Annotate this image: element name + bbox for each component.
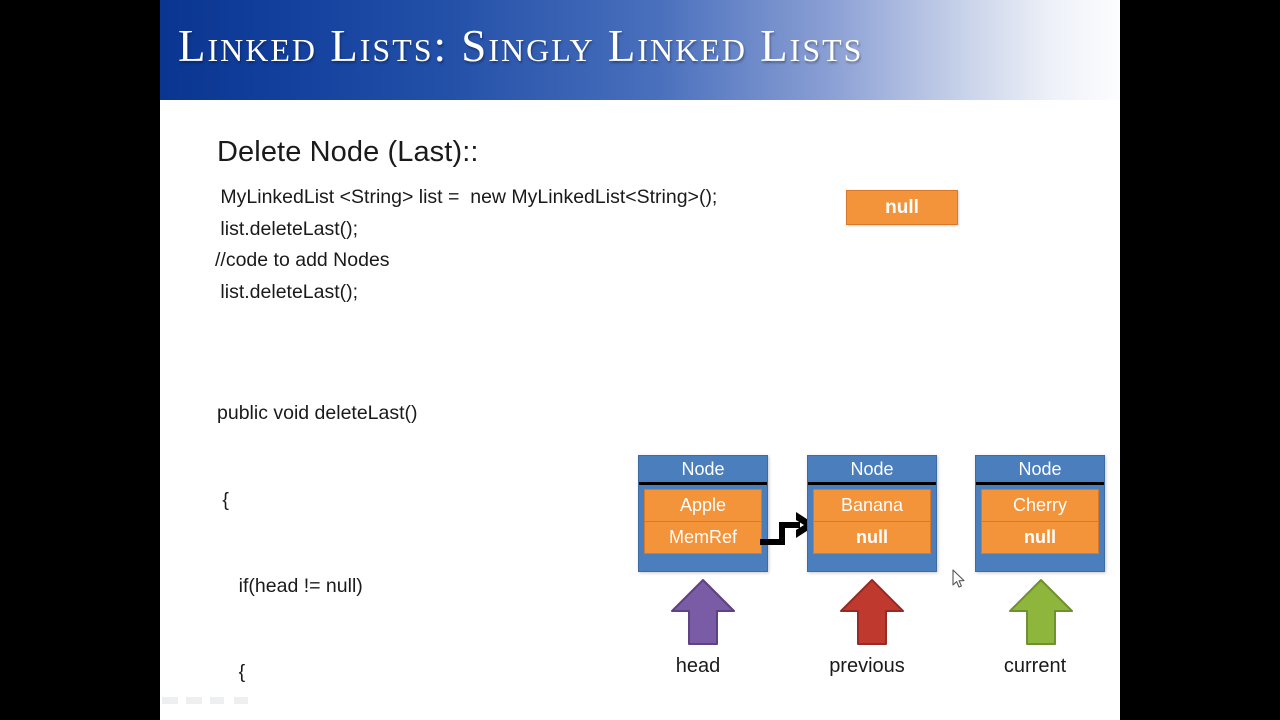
- usage-code-block: MyLinkedList <String> list = new MyLinke…: [215, 186, 718, 303]
- node-value-cell: Apple: [645, 490, 761, 521]
- page-title: Delete Node (Last)::: [217, 136, 479, 168]
- code-line: public void deleteLast(): [217, 402, 418, 425]
- node-cells: Banana null: [813, 489, 931, 554]
- letterbox-right: [1120, 0, 1280, 720]
- null-badge: null: [846, 190, 958, 225]
- banner-title: Linked Lists: Singly Linked Lists: [178, 21, 864, 71]
- previous-pointer-arrow-icon: [840, 579, 904, 645]
- node-title: Node: [976, 456, 1104, 485]
- node-pointer-cell: null: [814, 521, 930, 553]
- code-line: {: [217, 488, 229, 511]
- pointer-label-current: current: [1003, 655, 1067, 677]
- node-cells: Cherry null: [981, 489, 1099, 554]
- node-box-cherry: Node Cherry null: [975, 455, 1105, 572]
- code-line: {: [217, 660, 246, 683]
- render-artifacts: [160, 690, 280, 712]
- slide-banner: Linked Lists: Singly Linked Lists: [160, 0, 1120, 100]
- node-title: Node: [808, 456, 936, 485]
- mouse-cursor: [952, 569, 965, 588]
- current-pointer-arrow-icon: [1009, 579, 1073, 645]
- node-cells: Apple MemRef: [644, 489, 762, 554]
- pointer-label-head: head: [675, 655, 721, 677]
- next-pointer-arrow-icon: [760, 512, 816, 545]
- node-box-apple: Node Apple MemRef: [638, 455, 768, 572]
- node-value-cell: Banana: [814, 490, 930, 521]
- letterbox-left: [0, 0, 160, 720]
- node-box-banana: Node Banana null: [807, 455, 937, 572]
- pointer-label-previous: previous: [829, 655, 905, 677]
- code-line: if(head != null): [217, 574, 363, 597]
- slide-canvas: Linked Lists: Singly Linked Lists Delete…: [160, 0, 1120, 720]
- node-value-cell: Cherry: [982, 490, 1098, 521]
- node-pointer-cell: MemRef: [645, 521, 761, 553]
- head-pointer-arrow-icon: [671, 579, 735, 645]
- node-pointer-cell: null: [982, 521, 1098, 553]
- method-code-block: public void deleteLast() { if(head != nu…: [217, 342, 517, 720]
- node-title: Node: [639, 456, 767, 485]
